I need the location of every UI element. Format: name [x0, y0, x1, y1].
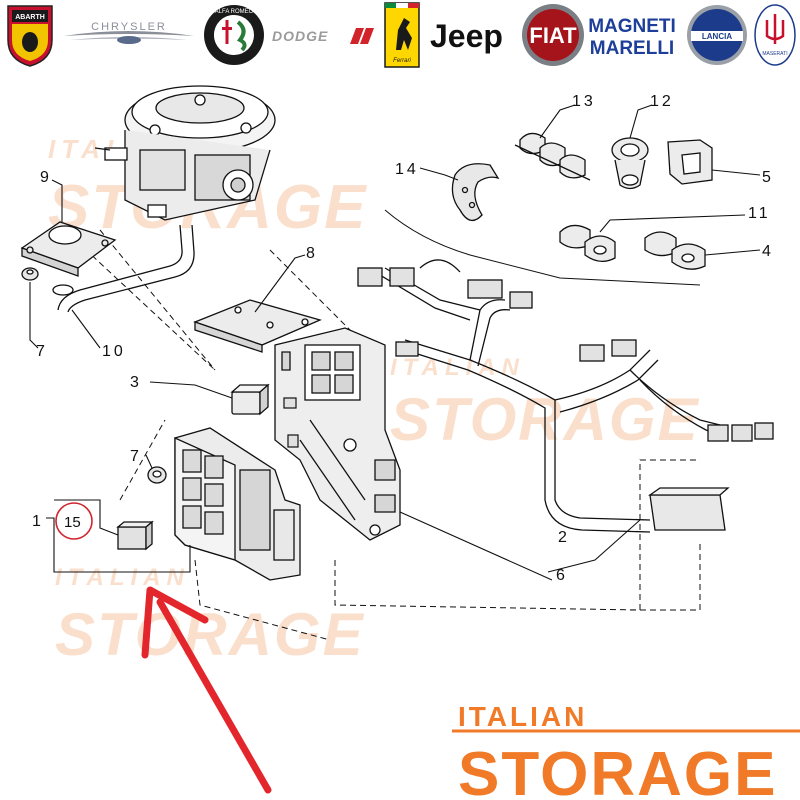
- svg-text:ITALIAN: ITALIAN: [390, 354, 525, 381]
- svg-text:ITALIAN: ITALIAN: [55, 564, 190, 591]
- bracket-screws: [283, 397, 299, 448]
- magneti-marelli-logo: MAGNETI MARELLI: [588, 16, 676, 59]
- watermark-middle: ITALIAN STORAGE: [390, 354, 700, 453]
- relay-15: [116, 520, 154, 551]
- clip-4: [644, 231, 706, 270]
- harness-connectors: [357, 267, 774, 531]
- logo-storage: STORAGE: [458, 740, 777, 800]
- callout-7a: 7: [36, 343, 45, 360]
- callout-7b: 7: [130, 448, 139, 465]
- map-sensor: [20, 221, 117, 277]
- clip-group-line: [384, 209, 701, 286]
- magneti-text: MAGNETI: [588, 16, 676, 37]
- highlight-circle-15: [55, 502, 93, 540]
- callout-labels: 9 7 10 8 14 13 12 5 11 4 3 7 1 15 2 6: [32, 93, 771, 584]
- guide-lines: [69, 229, 701, 641]
- alfa-romeo-text: ALFA ROMEO: [215, 9, 254, 15]
- clip-12: [611, 137, 649, 190]
- maserati-text: MASERATI: [762, 51, 787, 57]
- throttle-body: [94, 85, 276, 221]
- chrysler-logo: CHRYSLER: [64, 21, 194, 44]
- fiat-logo: FIAT: [522, 4, 584, 66]
- italian-storage-logo: ITALIAN STORAGE: [452, 701, 800, 800]
- small-relay: [230, 383, 270, 416]
- jeep-logo: Jeep: [430, 18, 503, 54]
- callout-8: 8: [306, 245, 315, 262]
- leader-lines: [29, 104, 761, 581]
- clip-14: [451, 163, 500, 222]
- callout-15: 15: [64, 514, 81, 531]
- red-pointer-arrow: [141, 586, 272, 794]
- clip-11: [559, 224, 616, 262]
- callout-14: 14: [395, 161, 419, 178]
- svg-text:STORAGE: STORAGE: [390, 386, 700, 453]
- alfa-romeo-logo: ALFA ROMEO: [204, 5, 264, 65]
- chrysler-text: CHRYSLER: [91, 21, 167, 33]
- lancia-text: LANCIA: [702, 32, 732, 41]
- watermark-bottom-left: ITALIAN STORAGE: [55, 564, 365, 668]
- callout-11: 11: [748, 205, 771, 222]
- ferrari-logo: Ferrari: [384, 2, 420, 68]
- abarth-logo: ABARTH: [7, 5, 53, 67]
- marelli-text: MARELLI: [590, 38, 674, 59]
- dodge-text: DODGE: [272, 28, 328, 44]
- callout-3: 3: [130, 374, 139, 391]
- clip-13: [514, 132, 591, 181]
- maserati-logo: MASERATI: [754, 4, 796, 66]
- ferrari-text: Ferrari: [393, 58, 411, 64]
- abarth-text: ABARTH: [15, 14, 45, 21]
- dodge-logo: DODGE: [272, 28, 374, 44]
- clip-5: [667, 139, 713, 185]
- logo-italian: ITALIAN: [458, 701, 587, 732]
- lancia-logo: LANCIA: [687, 5, 747, 65]
- svg-text:STORAGE: STORAGE: [55, 601, 365, 668]
- bracket-plate: [193, 299, 322, 353]
- callout-13: 13: [572, 93, 596, 110]
- vacuum-hose: [52, 224, 195, 313]
- fiat-text: FIAT: [529, 23, 577, 48]
- callout-9: 9: [40, 169, 49, 186]
- nut-7-left: [21, 267, 39, 281]
- callout-6: 6: [556, 567, 565, 584]
- callout-1: 1: [32, 513, 41, 530]
- grommet-7: [147, 466, 167, 484]
- brand-logo-bar: ABARTH CHRYSLER ALFA ROMEO DODGE: [7, 2, 796, 68]
- callout-12: 12: [650, 93, 674, 110]
- relay-bracket: [274, 327, 401, 541]
- callout-4: 4: [762, 243, 771, 260]
- callout-5: 5: [762, 169, 771, 186]
- ecu-unit: [174, 427, 301, 581]
- callout-10: 10: [102, 343, 126, 360]
- callout-2: 2: [558, 529, 567, 546]
